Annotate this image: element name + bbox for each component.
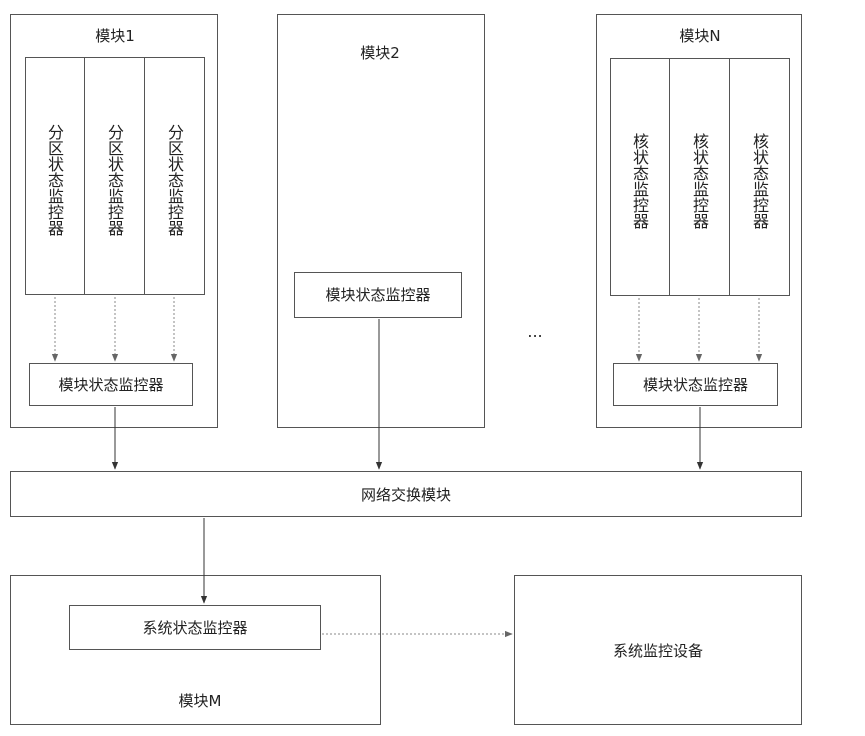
module-n-monitor-label: 模块状态监控器 (642, 376, 748, 394)
module-1-monitor (29, 363, 193, 406)
module-1-partition-divider-a (84, 57, 85, 295)
ellipsis: ... (527, 322, 543, 341)
system-monitor-device-label: 系统监控设备 (612, 642, 703, 660)
module-1-monitor-label: 模块状态监控器 (58, 376, 164, 394)
network-switch-label: 网络交换模块 (360, 486, 451, 504)
module-n-core-divider-a (669, 58, 670, 296)
partition-monitor-2: 分区状态监控器 (105, 124, 124, 236)
module-m (10, 575, 381, 725)
module-n-title: 模块N (679, 27, 721, 45)
core-monitor-2: 核状态监控器 (690, 132, 709, 229)
module-m-title: 模块M (178, 692, 222, 710)
module-1-partition-divider-b (144, 57, 145, 295)
module-m-monitor-label: 系统状态监控器 (142, 619, 248, 637)
partition-monitor-3: 分区状态监控器 (165, 124, 184, 236)
network-switch-module (10, 471, 802, 517)
core-monitor-1: 核状态监控器 (630, 132, 649, 229)
module-m-monitor (69, 605, 321, 650)
module-n-core-divider-b (729, 58, 730, 296)
module-2-monitor-label: 模块状态监控器 (325, 286, 431, 304)
module-n (596, 14, 802, 428)
module-2 (277, 14, 485, 428)
module-n-monitor (613, 363, 778, 406)
module-1-partition-group (25, 57, 205, 295)
module-2-title: 模块2 (360, 44, 400, 62)
module-n-core-group (610, 58, 790, 296)
module-1 (10, 14, 218, 428)
module-2-monitor (294, 272, 462, 318)
system-monitor-device (514, 575, 802, 725)
module-1-title: 模块1 (95, 27, 135, 45)
core-monitor-3: 核状态监控器 (750, 132, 769, 229)
partition-monitor-1: 分区状态监控器 (45, 124, 64, 236)
